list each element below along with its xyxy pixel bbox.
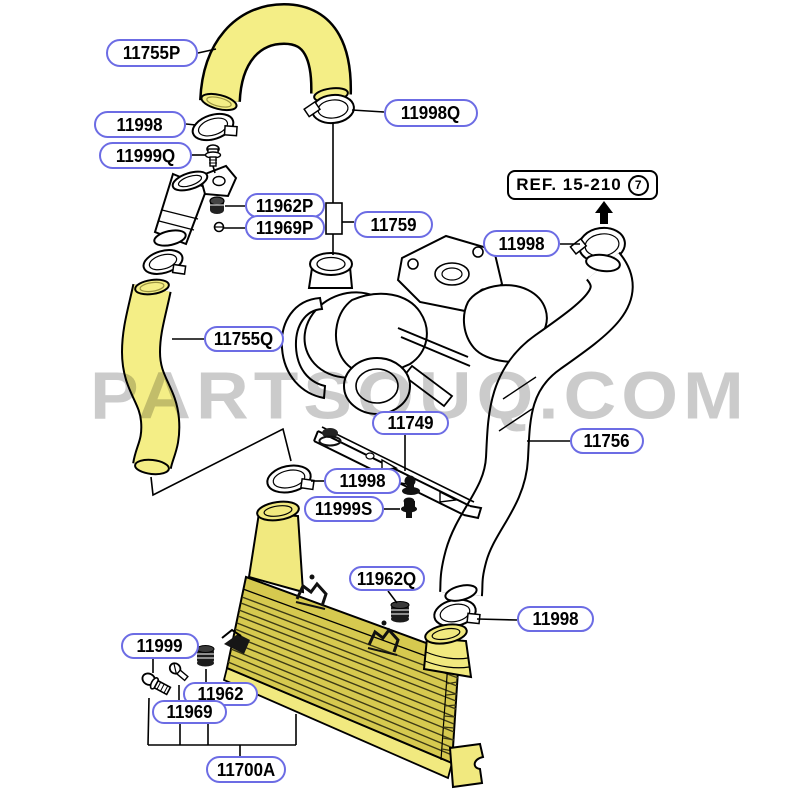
part-label-text: 11755Q <box>214 329 274 349</box>
part-label-text: 11756 <box>583 431 631 451</box>
part-label-text: 11969P <box>256 217 314 238</box>
part-label-text: 11700A <box>216 759 276 780</box>
intercooler-drawing <box>221 500 485 789</box>
ref-note[interactable]: REF. 15-210 7 <box>507 170 658 200</box>
part-label-text: 11998 <box>498 233 545 254</box>
part-label-11998-right[interactable]: 11998 <box>483 230 560 257</box>
part-label-11998-bottom[interactable]: 11998 <box>517 606 594 632</box>
part-label-11755Q[interactable]: 11755Q <box>204 326 284 352</box>
part-label-text: 11962P <box>256 195 314 216</box>
right-pipe-drawing <box>439 251 634 602</box>
bolt-11999S <box>401 497 417 518</box>
part-label-text: 11998Q <box>401 103 461 123</box>
part-label-11969[interactable]: 11969 <box>152 700 227 724</box>
part-label-text: 11999S <box>315 499 373 519</box>
ref-note-text: REF. 15-210 <box>516 175 622 194</box>
part-label-11999Q[interactable]: 11999Q <box>99 142 192 169</box>
part-label-11998Q[interactable]: 11998Q <box>384 99 478 127</box>
screw-11969 <box>168 662 189 682</box>
part-label-11962Q[interactable]: 11962Q <box>349 566 425 591</box>
part-label-text: 11998 <box>532 609 579 629</box>
part-label-text: 11962 <box>197 684 244 704</box>
hose-clamp-top-left <box>191 112 238 142</box>
part-label-text: 11962Q <box>357 568 417 589</box>
bolt-11999 <box>141 672 172 696</box>
part-label-text: 11999Q <box>115 145 176 166</box>
part-label-11998-topleft[interactable]: 11998 <box>94 111 186 138</box>
part-label-11756[interactable]: 11756 <box>570 428 644 454</box>
part-label-11700A[interactable]: 11700A <box>206 756 286 783</box>
part-label-11999S[interactable]: 11999S <box>304 496 384 522</box>
part-label-text: 11998 <box>116 114 164 135</box>
hose-clamp-top <box>303 93 355 125</box>
left-hose-drawing <box>120 278 181 476</box>
part-label-text: 11969 <box>166 702 213 722</box>
part-label-11969P[interactable]: 11969P <box>245 215 325 240</box>
nut-11962P <box>209 196 225 214</box>
hose-clamp-pipe <box>142 249 187 275</box>
mount-11962 <box>196 645 215 667</box>
part-label-11998-middle[interactable]: 11998 <box>324 468 401 494</box>
upper-hose-drawing <box>199 2 353 112</box>
part-label-text: 11755P <box>123 43 181 63</box>
intercooler-top-brackets <box>295 574 400 656</box>
air-intake-pipe-drawing <box>153 164 238 247</box>
intercooler-fins <box>227 596 459 756</box>
part-label-text: 11998 <box>339 471 386 491</box>
ref-arrow-up-icon <box>595 201 613 224</box>
part-label-11755P[interactable]: 11755P <box>106 39 198 67</box>
bolt-11969P <box>213 221 225 233</box>
hose-clamp-middle <box>266 464 315 494</box>
part-label-text: 11749 <box>387 413 434 433</box>
bolt-11999Q <box>204 144 222 167</box>
part-label-text: 11759 <box>370 214 417 235</box>
part-label-text: 11999 <box>136 636 184 656</box>
ref-note-circled-number: 7 <box>627 174 649 196</box>
leader-lines <box>147 48 580 756</box>
part-label-11749[interactable]: 11749 <box>372 411 449 435</box>
part-label-11999[interactable]: 11999 <box>121 633 199 659</box>
part-label-11962P[interactable]: 11962P <box>245 193 325 218</box>
part-label-11759[interactable]: 11759 <box>354 211 433 238</box>
mount-11962Q <box>390 601 410 623</box>
